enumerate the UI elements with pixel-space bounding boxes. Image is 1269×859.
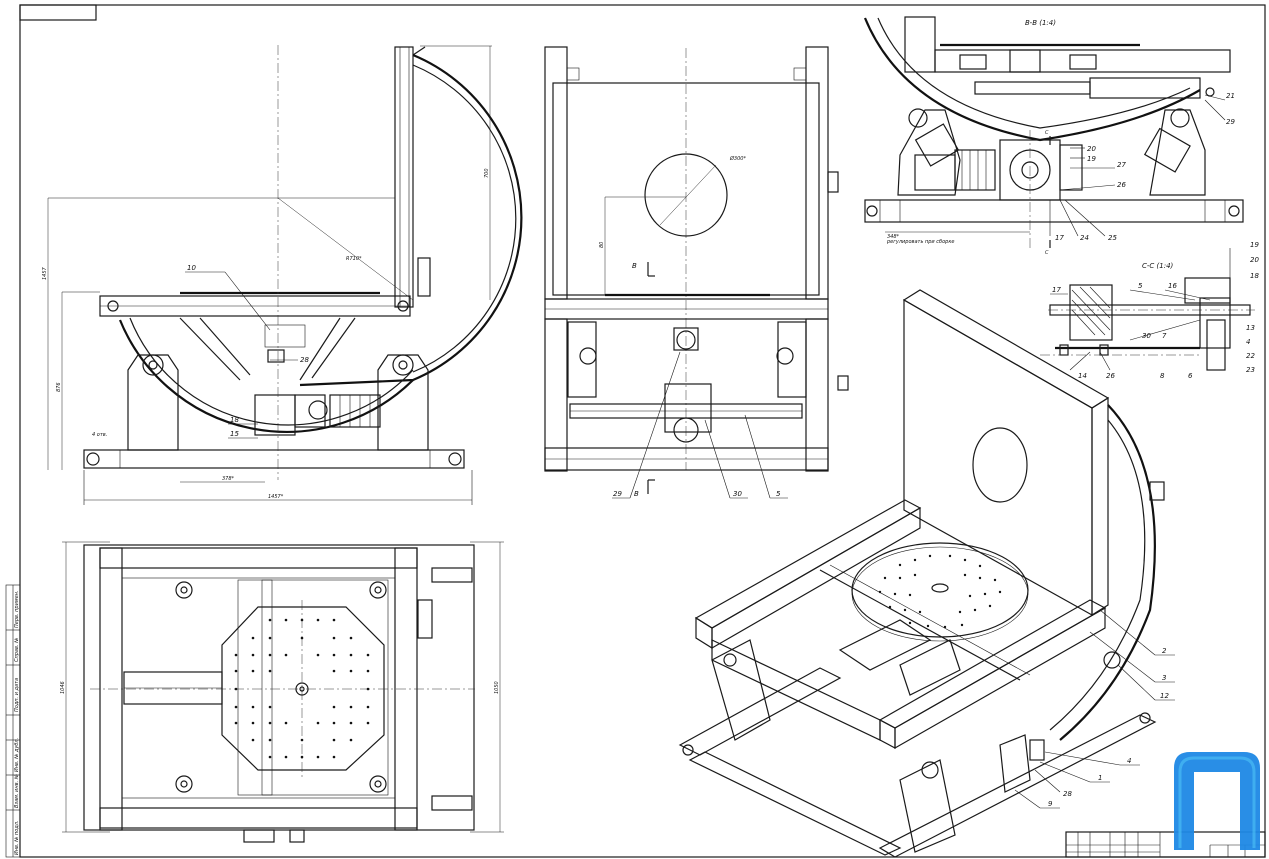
dim-circle: Ø300*: [729, 155, 746, 162]
dim-arc-height: 700: [484, 168, 490, 178]
callout-29: 29: [613, 490, 622, 498]
callout-15: 15: [230, 430, 239, 438]
stamp-label-5: Взам. инв. №: [14, 774, 20, 808]
callout-iso-3: 3: [1162, 674, 1166, 682]
section-b-title: B-B (1:4): [1025, 19, 1056, 27]
callout-17: 17: [1055, 234, 1064, 242]
callout-29: 29: [1226, 118, 1235, 126]
callout-5: 5: [776, 490, 781, 498]
stamp-label-1: Перв. примен.: [14, 590, 20, 628]
callout-c6: 6: [1188, 372, 1193, 380]
top-view: 1046 1050: [60, 541, 504, 843]
callout-c14: 14: [1078, 372, 1087, 380]
callout-c4: 4: [1246, 338, 1250, 346]
section-mark-c-top: C: [1045, 130, 1049, 136]
callout-c22: 22: [1246, 352, 1255, 360]
sheet-frame: [19, 4, 1266, 858]
callout-c20: 20: [1250, 256, 1259, 264]
dim-top-left: 1046: [60, 681, 66, 694]
dim-hole: 4 отв.: [92, 432, 107, 438]
section-mark-top: B: [632, 262, 637, 270]
callout-21: 21: [1226, 92, 1235, 100]
isometric-view: 2 3 12 4 1 28 9: [678, 289, 1175, 858]
callout-25: 25: [1108, 234, 1117, 242]
dim-arc-radius: R710*: [346, 256, 362, 262]
callout-10: 10: [187, 264, 196, 272]
callout-c18: 18: [1250, 272, 1259, 280]
callout-20: 20: [1087, 145, 1096, 153]
callout-c26: 26: [1106, 372, 1115, 380]
stamp-label-4: Инв. № дубл.: [14, 738, 20, 772]
callout-b: B: [634, 490, 639, 498]
section-mark-c-bottom: C: [1045, 250, 1049, 256]
stamp-label-3: Подп. и дата: [14, 678, 20, 712]
callout-c17: 17: [1052, 286, 1061, 294]
front-view: Ø300* 80 B 29: [544, 46, 849, 499]
section-b-view: B-B (1:4): [863, 16, 1244, 256]
callout-19: 19: [1087, 155, 1096, 163]
dim-top-right: 1050: [494, 681, 500, 694]
side-view: 10 28 18 15 1457 876 700 R710* 378* 1457…: [42, 45, 523, 505]
callout-c16: 16: [1168, 282, 1177, 290]
stamp-label-6: Инв. № подл.: [14, 821, 20, 856]
callout-c8: 8: [1160, 372, 1165, 380]
callout-26: 26: [1117, 181, 1126, 189]
callout-iso-28: 28: [1063, 790, 1072, 798]
callout-c23: 23: [1246, 366, 1255, 374]
callout-28: 28: [300, 356, 309, 364]
section-c-view: C-C (1:4) 17 5 16 19 20 18 30 7 13 4 22 …: [1040, 241, 1259, 380]
callout-iso-9: 9: [1048, 800, 1053, 808]
section-c-title: C-C (1:4): [1142, 262, 1174, 270]
callout-24: 24: [1080, 234, 1089, 242]
callout-c5: 5: [1138, 282, 1143, 290]
callout-iso-12: 12: [1160, 692, 1169, 700]
title-block: [1065, 831, 1266, 858]
top-left-stamp: [19, 4, 97, 21]
callout-30: 30: [733, 490, 742, 498]
callout-iso-2: 2: [1162, 647, 1167, 655]
callout-iso-1: 1: [1098, 774, 1102, 782]
note-regulate: регулировать при сборке: [886, 239, 954, 245]
dim-width-inner: 378*: [222, 476, 235, 482]
callout-27: 27: [1117, 161, 1126, 169]
callout-c30: 30: [1142, 332, 1151, 340]
callout-iso-4: 4: [1127, 757, 1131, 765]
dim-offset: 80: [599, 242, 605, 248]
dim-height-base: 876: [56, 382, 62, 392]
left-margin-stamp: Перв. примен. Справ. № Подп. и дата Инв.…: [5, 584, 21, 858]
stamp-label-2: Справ. №: [14, 638, 20, 662]
callout-c13: 13: [1246, 324, 1255, 332]
dim-width-total: 1457*: [268, 494, 284, 500]
dim-348: 348*: [887, 234, 900, 240]
callout-c7: 7: [1162, 332, 1167, 340]
logo: [1174, 752, 1260, 850]
callout-18: 18: [230, 416, 239, 424]
dim-height-total: 1457: [42, 266, 48, 280]
callout-c19: 19: [1250, 241, 1259, 249]
